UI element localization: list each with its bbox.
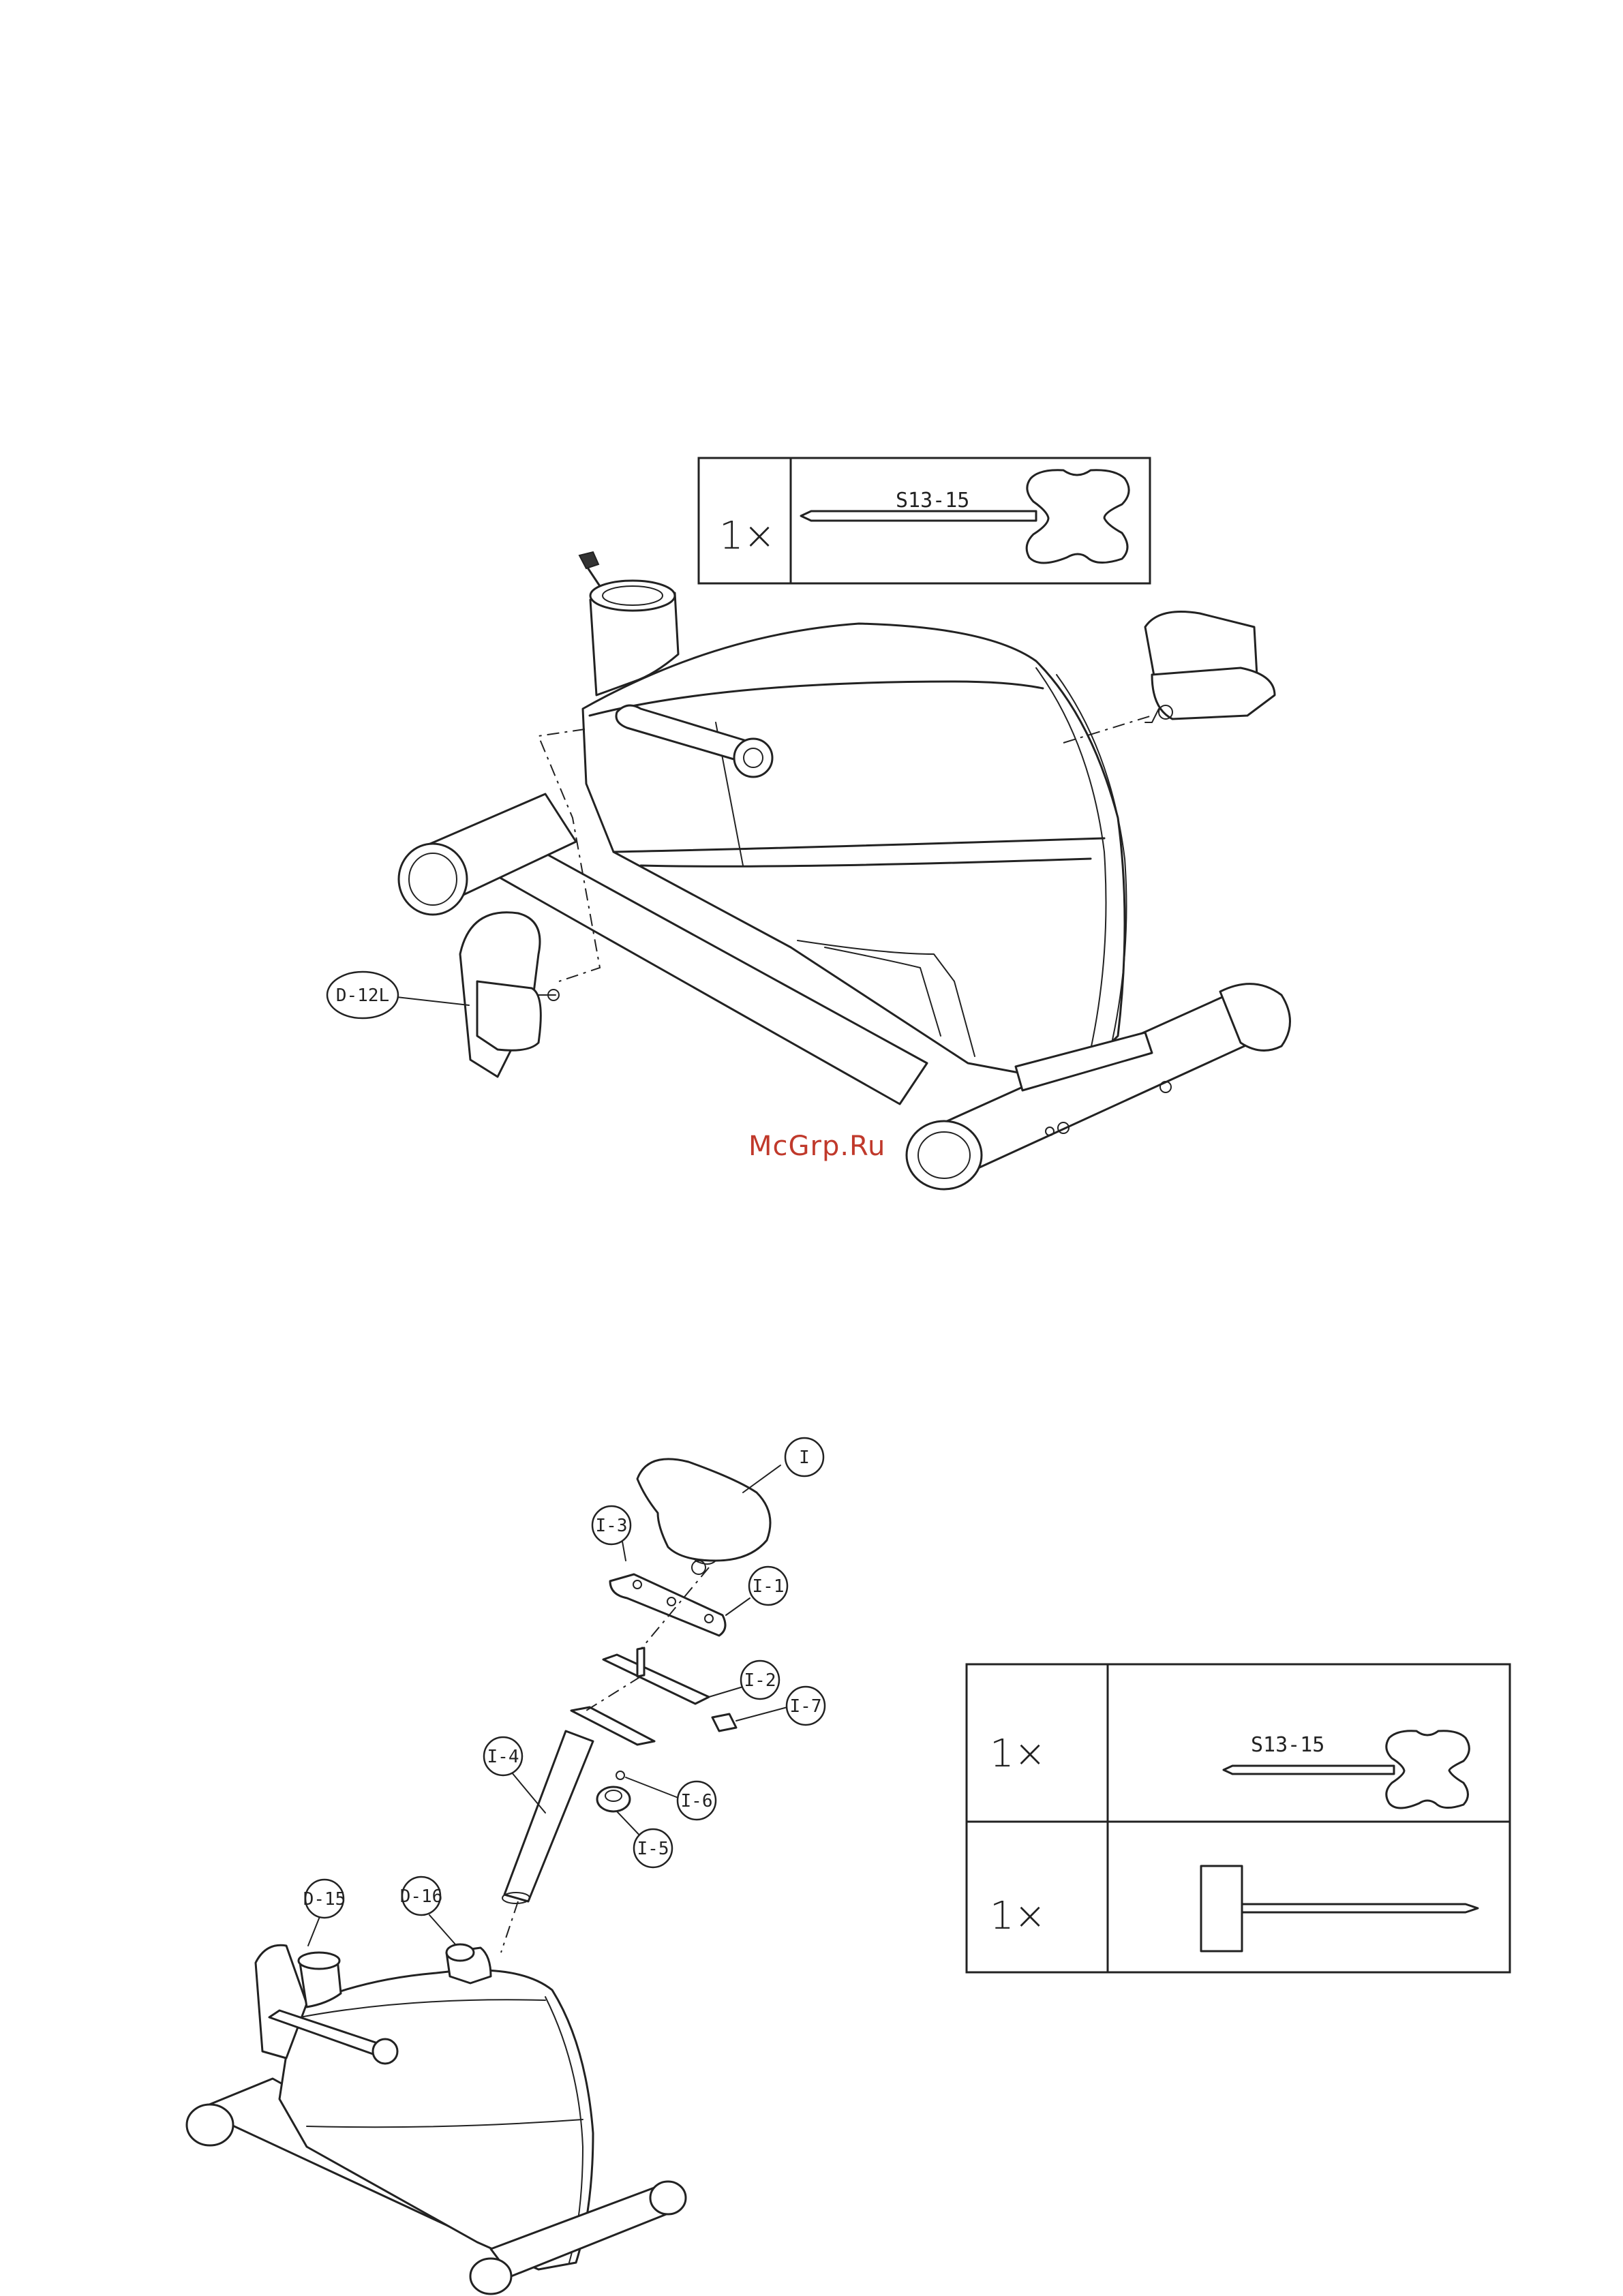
figure1-tool-box: 1× S13-15	[699, 458, 1150, 583]
callout-i3: I-3	[592, 1506, 631, 1561]
callout-i6-label: I-6	[681, 1791, 713, 1811]
seat-icon	[637, 1459, 770, 1574]
figure1-bike: D-12L	[327, 552, 1290, 1189]
seat-bracket	[610, 1574, 725, 1636]
callout-i7-label: I-7	[790, 1696, 822, 1717]
callout-i6: I-6	[626, 1777, 716, 1820]
slide-plate	[603, 1648, 709, 1704]
callout-d16: D-16	[400, 1877, 455, 1944]
callout-i2-label: I-2	[744, 1670, 776, 1691]
figure2-tools-box: 1× S13-15 1×	[967, 1664, 1510, 1972]
callout-i1-label: I-1	[753, 1576, 785, 1597]
figure1-tool-label: S13-15	[896, 489, 969, 512]
callout-i2: I-2	[709, 1661, 779, 1699]
tools-row2-qty: 1×	[990, 1894, 1046, 1938]
figure2-seat-assembly: I I-3 I-1 I-2 I-7 I-4	[484, 1438, 825, 1903]
tools-row1-qty: 1×	[990, 1732, 1046, 1776]
callout-i3-label: I-3	[596, 1516, 628, 1536]
callout-i: I	[743, 1438, 823, 1493]
pedal-left	[460, 913, 559, 1077]
callout-i5: I-5	[617, 1811, 672, 1867]
knob-icon	[597, 1771, 630, 1811]
callout-i-label: I	[799, 1448, 810, 1468]
callout-d15-label: D-15	[303, 1889, 346, 1910]
callout-d15: D-15	[303, 1880, 346, 1946]
figure2-bike: D-15 D-16	[187, 1877, 686, 2294]
watermark: McGrp.Ru	[748, 1131, 885, 1162]
callout-i1: I-1	[726, 1567, 787, 1615]
callout-d12l-label: D-12L	[336, 985, 389, 1006]
tools-row1-label: S13-15	[1251, 1733, 1324, 1757]
nut-icon	[712, 1714, 736, 1731]
callout-i5-label: I-5	[637, 1839, 669, 1859]
callout-i4: I-4	[484, 1737, 545, 1813]
callout-d12l: D-12L	[327, 972, 469, 1018]
callout-i4-label: I-4	[487, 1747, 519, 1767]
callout-d16-label: D-16	[400, 1886, 443, 1907]
figure1-tool-qty: 1×	[719, 514, 776, 558]
bolt-icon	[579, 552, 600, 586]
pedal-right	[1145, 612, 1275, 723]
